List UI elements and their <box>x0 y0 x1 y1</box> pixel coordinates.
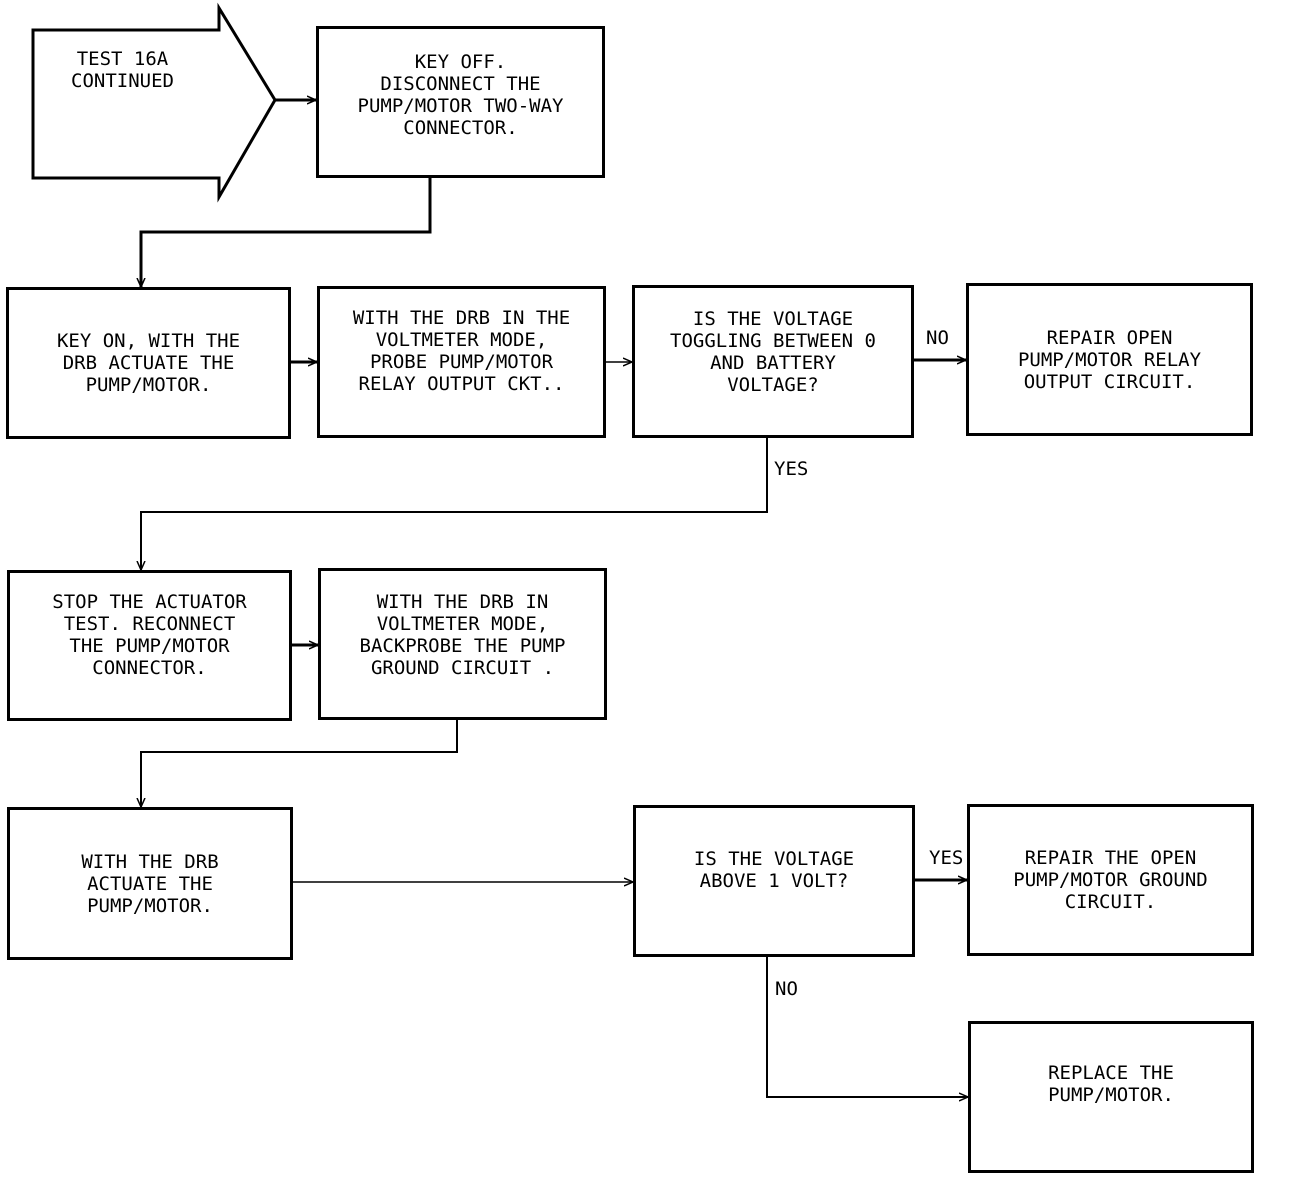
step-key-off-text: KEY OFF. DISCONNECT THE PUMP/MOTOR TWO-W… <box>357 51 564 139</box>
step-stop-test: STOP THE ACTUATOR TEST. RECONNECT THE PU… <box>7 570 292 721</box>
step-backprobe: WITH THE DRB IN VOLTMETER MODE, BACKPROB… <box>318 568 607 720</box>
step-key-off: KEY OFF. DISCONNECT THE PUMP/MOTOR TWO-W… <box>316 26 605 178</box>
step-actuate-text: WITH THE DRB ACTUATE THE PUMP/MOTOR. <box>81 850 219 917</box>
edge-label-toggling-yes: YES <box>774 458 809 480</box>
step-key-on: KEY ON, WITH THE DRB ACTUATE THE PUMP/MO… <box>6 287 291 439</box>
step-probe-relay: WITH THE DRB IN THE VOLTMETER MODE, PROB… <box>317 286 606 438</box>
step-actuate: WITH THE DRB ACTUATE THE PUMP/MOTOR. <box>7 807 293 960</box>
step-repair-relay: REPAIR OPEN PUMP/MOTOR RELAY OUTPUT CIRC… <box>966 283 1253 436</box>
connector-above-no <box>766 956 968 1097</box>
edge-label-toggling-no: NO <box>926 327 949 349</box>
step-repair-ground-text: REPAIR THE OPEN PUMP/MOTOR GROUND CIRCUI… <box>1013 847 1208 913</box>
edge-label-above-no: NO <box>775 978 798 1000</box>
decision-voltage-above: IS THE VOLTAGE ABOVE 1 VOLT? <box>633 805 915 957</box>
edge-label-above-yes: YES <box>929 847 964 869</box>
connector-backprobe-to-actuate <box>141 719 458 807</box>
decision-voltage-toggling: IS THE VOLTAGE TOGGLING BETWEEN 0 AND BA… <box>632 285 914 438</box>
step-backprobe-text: WITH THE DRB IN VOLTMETER MODE, BACKPROB… <box>359 591 566 679</box>
step-repair-relay-text: REPAIR OPEN PUMP/MOTOR RELAY OUTPUT CIRC… <box>1017 326 1202 393</box>
decision-voltage-toggling-text: IS THE VOLTAGE TOGGLING BETWEEN 0 AND BA… <box>670 308 876 396</box>
start-arrow-shape <box>31 2 277 203</box>
decision-voltage-above-text: IS THE VOLTAGE ABOVE 1 VOLT? <box>693 848 855 892</box>
step-probe-relay-text: WITH THE DRB IN THE VOLTMETER MODE, PROB… <box>352 307 571 395</box>
step-replace: REPLACE THE PUMP/MOTOR. <box>968 1021 1254 1173</box>
connector-key-off-to-key-on <box>141 178 432 287</box>
step-replace-text: REPLACE THE PUMP/MOTOR. <box>1048 1062 1174 1106</box>
start-label: TEST 16A CONTINUED <box>71 48 174 92</box>
connector-toggling-yes <box>141 437 768 570</box>
step-repair-ground: REPAIR THE OPEN PUMP/MOTOR GROUND CIRCUI… <box>967 804 1254 956</box>
step-key-on-text: KEY ON, WITH THE DRB ACTUATE THE PUMP/MO… <box>56 330 241 396</box>
step-stop-test-text: STOP THE ACTUATOR TEST. RECONNECT THE PU… <box>52 591 247 679</box>
